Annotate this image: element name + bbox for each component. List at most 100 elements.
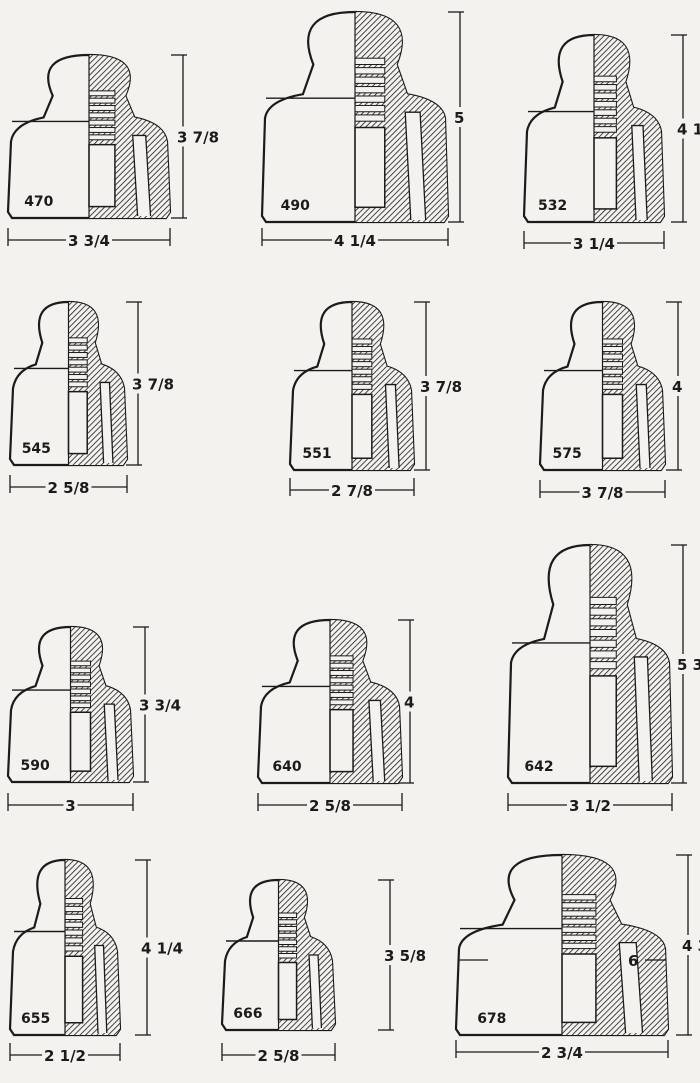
thread-icon [354, 95, 386, 103]
thread-icon [88, 127, 116, 133]
height-label: 5 [454, 109, 464, 127]
dim-label-bg [381, 945, 416, 965]
thread-icon [68, 359, 88, 366]
catalog-number: 490 [281, 198, 310, 214]
thread-icon [561, 902, 597, 909]
thread-icon [329, 684, 354, 691]
dim-label-bg [307, 795, 353, 815]
pin-cavity [593, 137, 618, 210]
pin-cavity [88, 143, 116, 208]
thread-icon [354, 86, 386, 94]
height-label: 4 1/2 [677, 121, 700, 139]
width-label: 3 1/2 [569, 797, 611, 815]
dim-label-bg [45, 477, 92, 497]
pin-cavity [354, 126, 386, 209]
pin-cavity [351, 393, 373, 459]
height-label: 3 7/8 [132, 376, 174, 394]
thread-icon [329, 670, 354, 676]
catalog-number: 590 [21, 758, 50, 774]
dim-label-bg [174, 126, 209, 147]
pin-cavity [601, 393, 624, 459]
petticoat-groove [635, 383, 651, 469]
width-label: 2 5/8 [309, 797, 351, 815]
thread-icon [593, 126, 617, 133]
thread-icon [70, 660, 91, 667]
petticoat-groove [132, 134, 152, 217]
width-label: 3 7/8 [581, 484, 623, 502]
thread-icon [602, 353, 623, 360]
thread-icon [70, 674, 91, 681]
thread-icon [602, 346, 623, 353]
thread-icon [589, 607, 617, 616]
height-label: 4 [672, 378, 682, 396]
dim-label-bg [332, 230, 378, 250]
height-label: 4 [404, 694, 414, 712]
width-label: 3 [65, 797, 75, 815]
thread-icon [278, 912, 298, 918]
petticoat-groove [103, 703, 119, 781]
petticoat-groove [99, 381, 114, 464]
thread-icon [589, 639, 617, 648]
thread-icon [64, 913, 84, 920]
pin-cavity [69, 711, 92, 772]
dim-label-bg [136, 694, 171, 715]
thread-icon [64, 945, 84, 952]
width-label: 2 1/2 [44, 1047, 86, 1065]
thread-icon [70, 695, 91, 702]
thread-icon [64, 937, 84, 944]
dim-label-bg [66, 230, 112, 250]
height-label: 4 1/4 [141, 940, 183, 958]
thread-icon [589, 618, 617, 627]
thread-icon [351, 368, 373, 375]
thread-icon [354, 104, 386, 113]
dim-label-bg [401, 691, 419, 712]
petticoat-groove [631, 124, 648, 221]
catalog-number: 575 [553, 446, 582, 462]
catalog-number: 666 [233, 1006, 262, 1022]
thread-icon [589, 628, 617, 638]
dim-label-bg [42, 1045, 88, 1065]
thread-icon [88, 97, 116, 104]
thread-icon [329, 692, 354, 698]
thread-icon [354, 76, 386, 84]
thread-icon [64, 929, 84, 936]
thread-icon [354, 114, 386, 122]
thread-icon [602, 376, 623, 383]
dim-label-bg [571, 233, 617, 253]
width-label: 3 1/4 [573, 235, 615, 253]
thread-icon [354, 67, 386, 75]
thread-icon [278, 946, 298, 952]
width-label: 2 3/4 [541, 1044, 583, 1062]
thread-icon [88, 90, 116, 97]
thread-icon [602, 383, 623, 390]
thread-icon [329, 655, 354, 662]
thread-icon [329, 677, 354, 684]
thread-icon [278, 926, 298, 932]
thread-icon [68, 366, 88, 373]
catalog-number: 678 [477, 1011, 506, 1027]
height-label: 5 3/4 [677, 656, 700, 674]
thread-icon [354, 57, 386, 66]
petticoat-groove [384, 383, 400, 469]
dim-label-bg [669, 376, 687, 396]
width-label: 2 5/8 [257, 1047, 299, 1065]
dim-label-bg [329, 480, 375, 500]
thread-icon [593, 117, 617, 125]
petticoat-groove [94, 944, 108, 1034]
thread-icon [278, 919, 298, 925]
height-label: 3 7/8 [177, 129, 219, 147]
thread-icon [561, 910, 597, 917]
dim-label-bg [579, 482, 626, 502]
petticoat-groove [633, 656, 653, 782]
height-label: 3 7/8 [420, 378, 462, 396]
thread-icon [602, 368, 623, 375]
dim-label-bg [539, 1042, 585, 1062]
thread-icon [64, 898, 84, 905]
dim-label-bg [567, 795, 613, 815]
thread-icon [70, 688, 91, 695]
thread-icon [88, 134, 116, 141]
